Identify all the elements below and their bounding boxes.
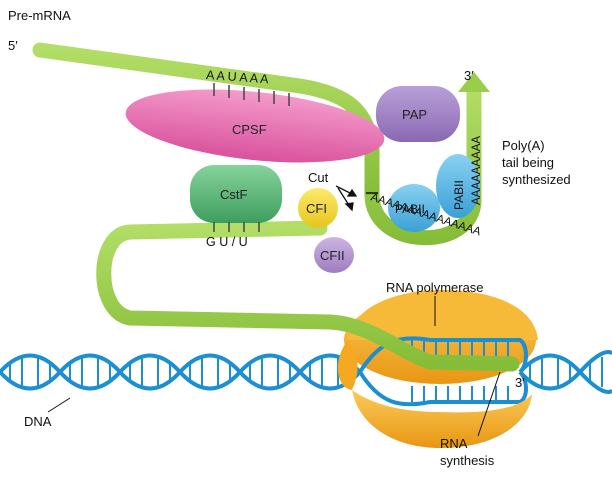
polya-label-line1: Poly(A) bbox=[502, 138, 545, 153]
pap-label: PAP bbox=[402, 107, 427, 122]
dna-leader bbox=[47, 397, 71, 413]
rna-synthesis-label-line1: RNA bbox=[440, 436, 468, 451]
dna-helix bbox=[0, 350, 612, 394]
rna-polymerase-left-lobe bbox=[337, 340, 358, 390]
dna-base-pairs bbox=[9, 357, 603, 387]
dna-strand-a-right bbox=[518, 353, 612, 394]
cfi-label: CFI bbox=[306, 201, 327, 216]
cstf-protein bbox=[190, 165, 282, 223]
cfii-label: CFII bbox=[320, 248, 345, 263]
dna-strand-b bbox=[0, 353, 362, 391]
dna-label: DNA bbox=[24, 414, 52, 429]
pap-protein bbox=[376, 86, 460, 142]
rna-synthesis-leader bbox=[477, 371, 501, 437]
pabii-protein-a bbox=[388, 184, 440, 232]
pre-mrna-label: Pre-mRNA bbox=[8, 8, 71, 23]
three-prime-top-label: 3′ bbox=[464, 68, 474, 83]
cpsf-protein bbox=[125, 89, 385, 163]
cut-arrows bbox=[335, 185, 358, 212]
aauaaa-sequence: A A U A A A bbox=[206, 68, 270, 86]
polya-tail-arrowhead bbox=[458, 72, 490, 92]
gu-sequence: G U / U bbox=[206, 235, 248, 249]
three-prime-dna-label: 3′ bbox=[515, 375, 525, 390]
polya-label-line2: tail being bbox=[502, 155, 554, 170]
dna-strand-b-right bbox=[518, 350, 612, 391]
five-prime-label: 5′ bbox=[8, 38, 18, 53]
cfii-protein bbox=[314, 237, 354, 273]
pre-mrna-loop bbox=[96, 220, 520, 372]
polya-side-sequence: AAAAAAAAA bbox=[471, 136, 483, 205]
pabii-label-b: PABII bbox=[452, 180, 466, 210]
cut-label: Cut bbox=[308, 170, 329, 185]
cstf-label: CstF bbox=[220, 187, 248, 202]
aauaaa-ticks bbox=[213, 83, 290, 106]
rna-polymerase-top-lobe bbox=[348, 290, 538, 340]
gu-ticks bbox=[213, 222, 260, 232]
cpsf-label: CPSF bbox=[232, 122, 267, 137]
rna-synthesis-label-line2: synthesis bbox=[440, 453, 495, 468]
rna-polymerase-front bbox=[352, 390, 532, 448]
polya-label-line3: synthesized bbox=[502, 172, 571, 187]
rna-polymerase-label: RNA polymerase bbox=[386, 280, 484, 295]
transcription-bubble bbox=[358, 336, 528, 407]
pabii-protein-b bbox=[436, 154, 480, 218]
pabii-label-a: PABII bbox=[395, 202, 425, 216]
cfi-protein bbox=[298, 188, 338, 228]
